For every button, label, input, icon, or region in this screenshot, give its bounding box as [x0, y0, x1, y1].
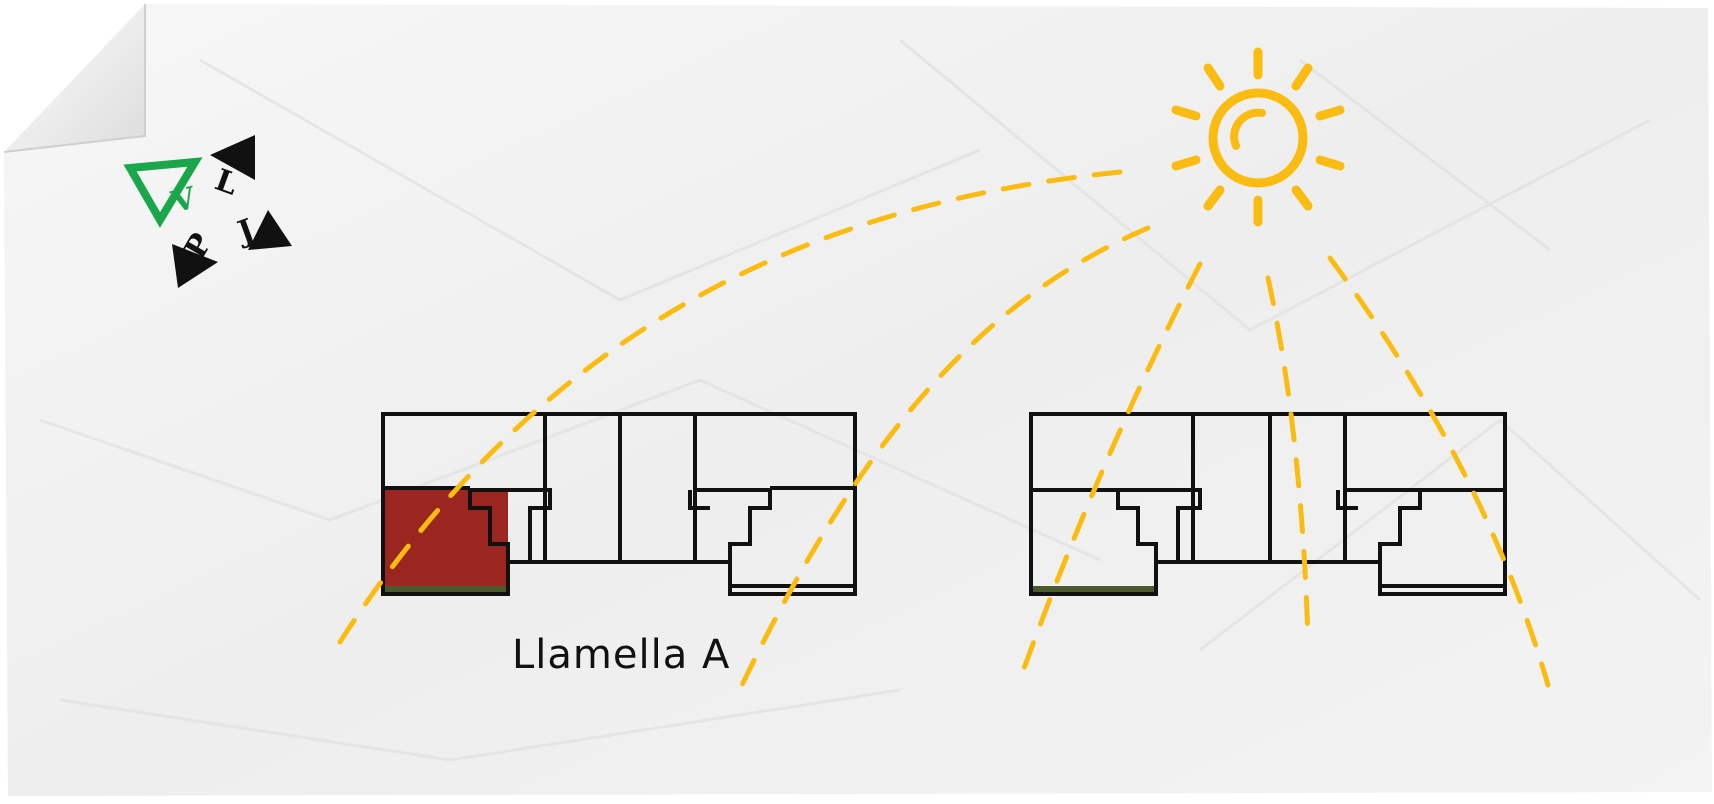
paper-curl [4, 4, 145, 152]
ray-5 [1327, 255, 1551, 688]
logo-triangle-top [210, 135, 255, 180]
ray-2 [739, 225, 1151, 688]
paper-creases [39, 38, 1702, 762]
paper-body [4, 4, 1712, 796]
sun-glint [1230, 108, 1266, 150]
building-caption: Llamella A [512, 632, 731, 678]
paper-sheet [3, 4, 1712, 796]
ray-4 [1265, 275, 1311, 643]
balcony-a-left [383, 586, 508, 594]
logo-triangle-right [248, 210, 292, 250]
sun-icon [1171, 47, 1345, 227]
balcony-b-left [1031, 586, 1156, 594]
ray-3 [1015, 261, 1203, 688]
ray-1 [337, 169, 1123, 645]
building-b [1029, 412, 1507, 596]
logo-triangle-green [123, 157, 203, 228]
sun-rays [337, 169, 1551, 688]
logo-triangle-bottom [172, 244, 218, 288]
sun-disc [1208, 88, 1308, 188]
building-a [381, 412, 857, 596]
sun-beams [1171, 47, 1345, 227]
